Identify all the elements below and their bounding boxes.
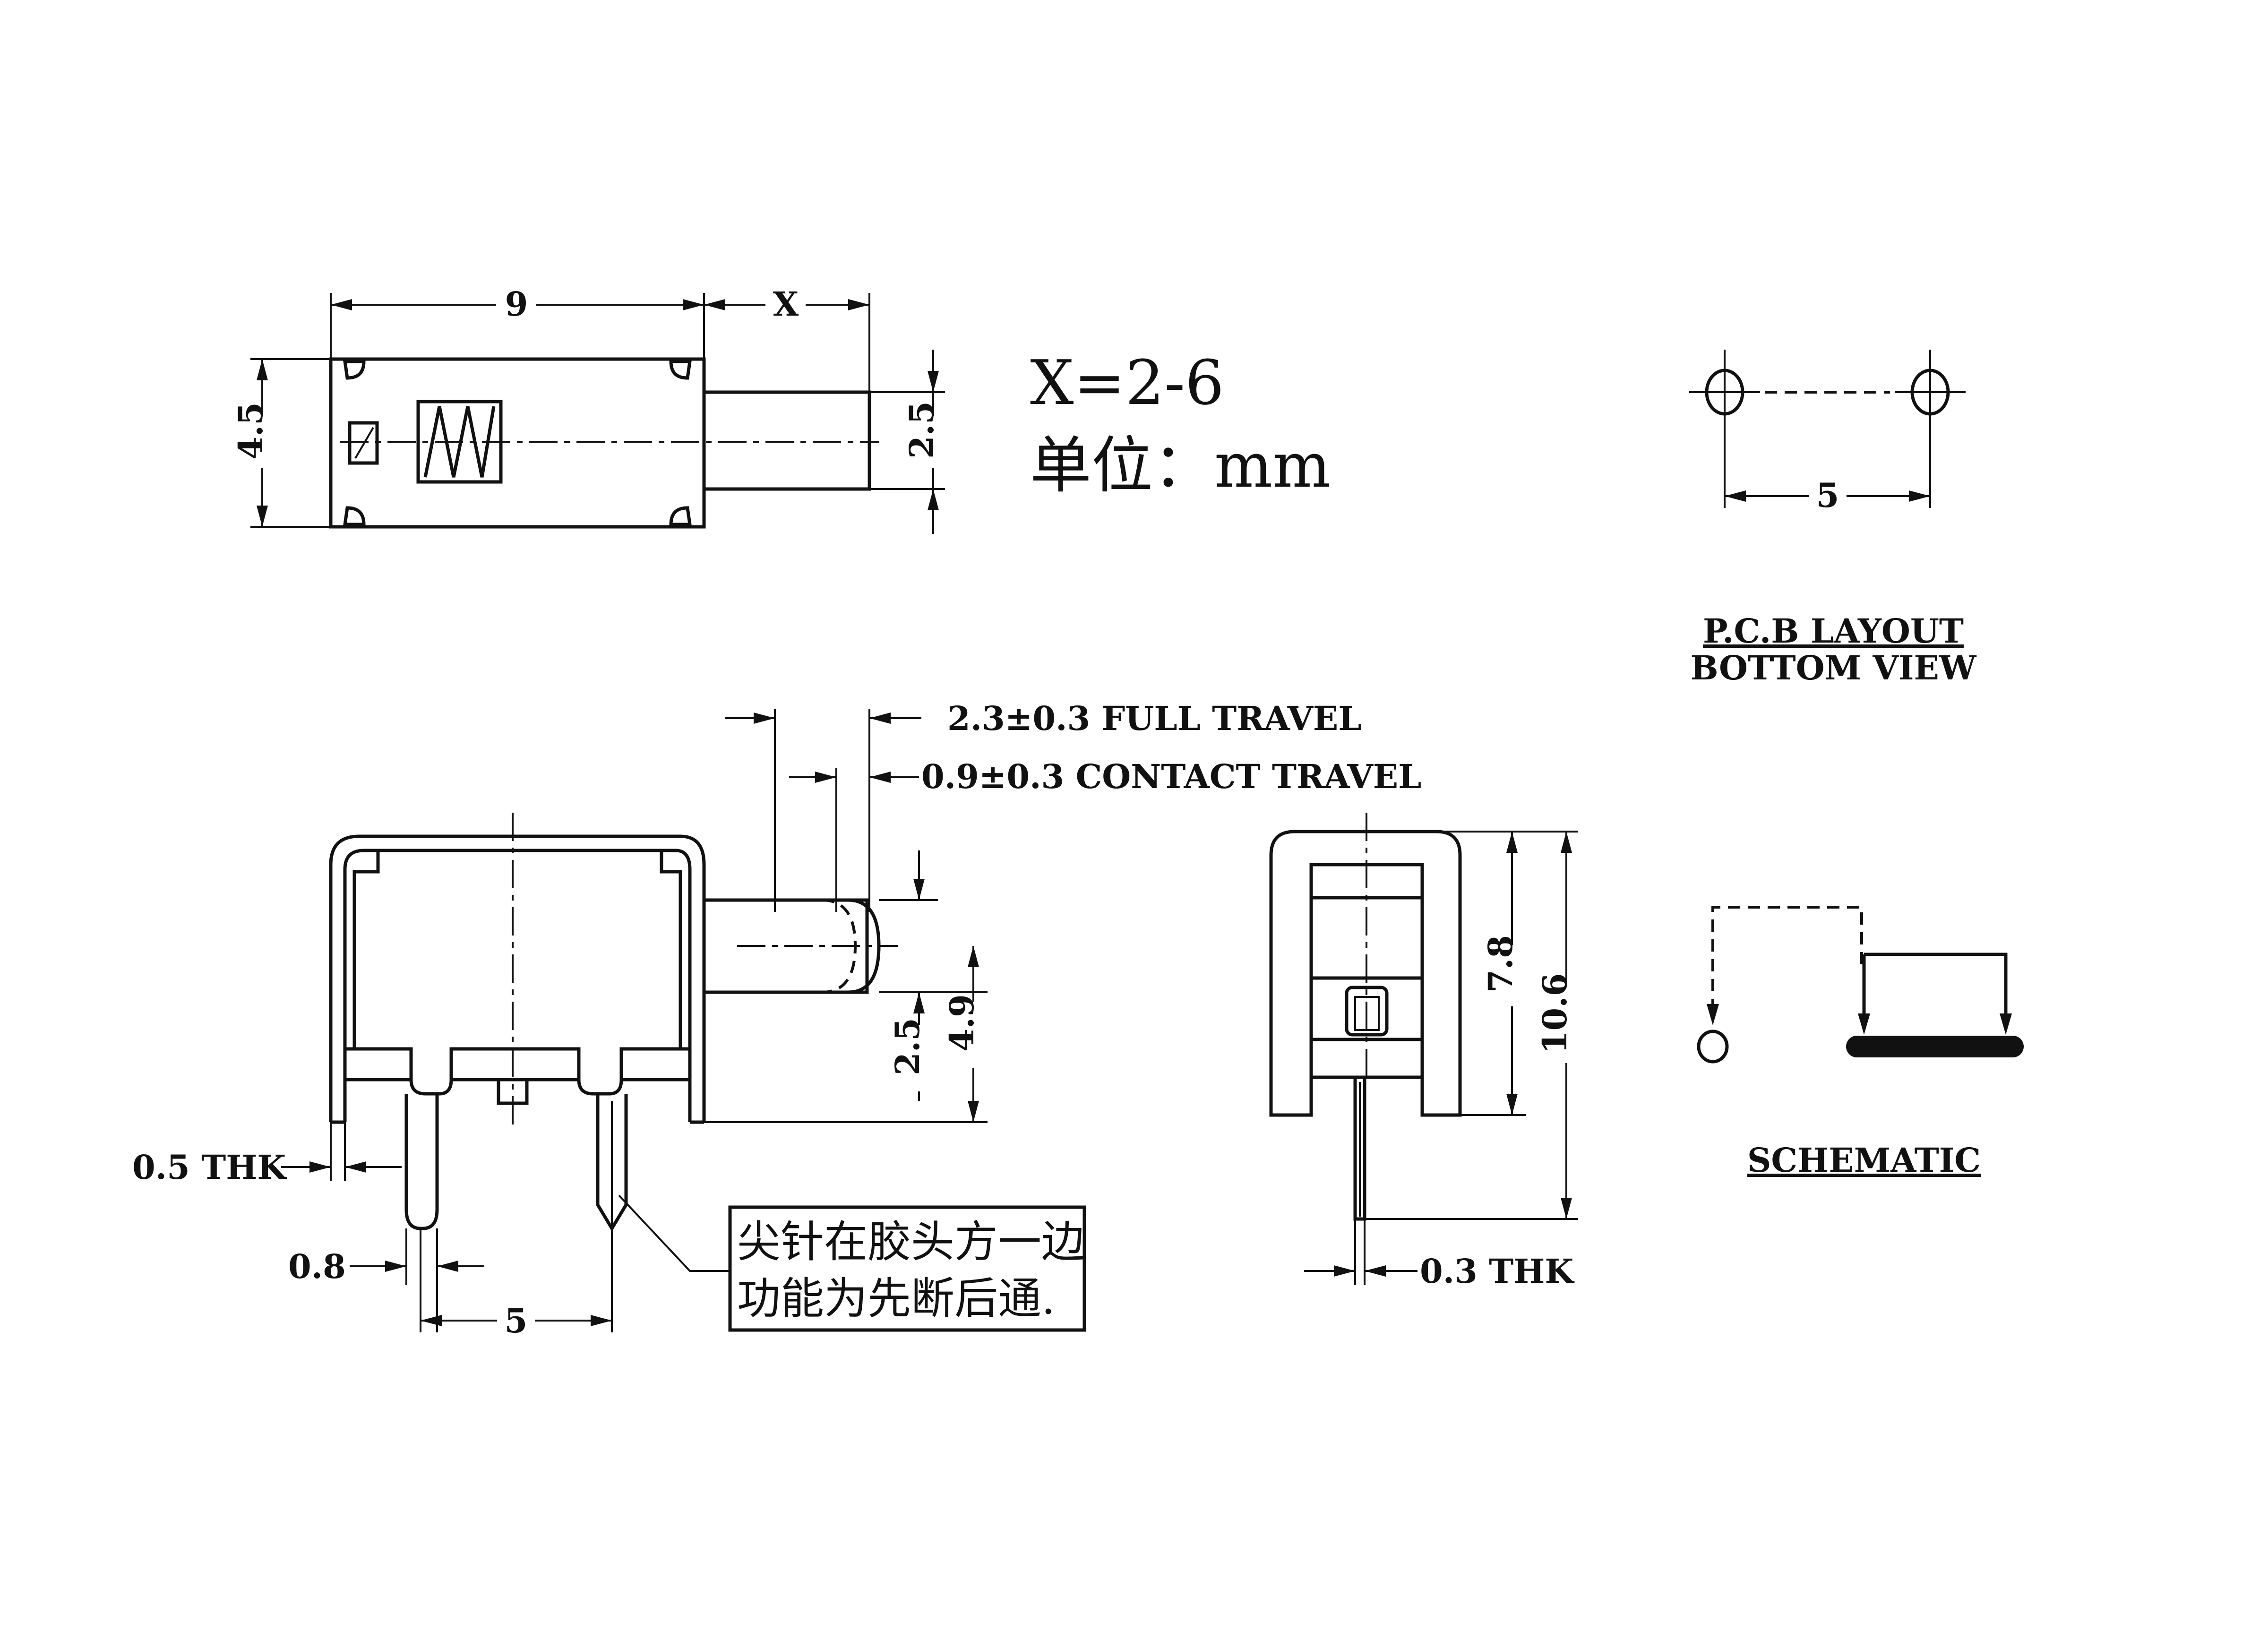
corner-notch bbox=[343, 360, 366, 380]
front-thickness: 0.5 THK bbox=[132, 1148, 287, 1187]
pcb-layout: 5 P.C.B LAYOUT BOTTOM VIEW bbox=[1689, 350, 1977, 687]
dim-actuator: 2.5 bbox=[902, 401, 941, 459]
pcb-subtitle: BOTTOM VIEW bbox=[1691, 648, 1977, 687]
schematic-terminal bbox=[1697, 1030, 1729, 1064]
side-view: 7.8 10.6 0.3 THK bbox=[1269, 813, 1585, 1291]
dim-travel: X bbox=[773, 284, 799, 324]
front-view: 2.3±0.3 FULL TRAVEL 0.9±0.3 CONTACT TRAV… bbox=[132, 699, 1421, 1340]
contact-travel: 0.9±0.3 CONTACT TRAVEL bbox=[921, 757, 1421, 796]
note-box bbox=[728, 1205, 1086, 1332]
top-view-body bbox=[329, 357, 706, 529]
pin-pitch: 5 bbox=[505, 1301, 528, 1340]
side-thickness: 0.3 THK bbox=[1420, 1252, 1574, 1291]
note-line2: 功能为先断后通. bbox=[737, 1273, 1055, 1324]
front-dim-actuator: 2.5 bbox=[888, 1018, 927, 1075]
schematic: SCHEMATIC bbox=[1697, 906, 2024, 1180]
side-pin bbox=[1353, 1075, 1366, 1221]
front-base bbox=[345, 1047, 690, 1096]
top-view-window bbox=[348, 421, 379, 465]
side-dim-total: 10.6 bbox=[1535, 973, 1574, 1054]
front-dim-height: 4.9 bbox=[942, 994, 981, 1052]
front-housing bbox=[329, 834, 706, 1122]
note-line1: 尖针在胶头方一边 bbox=[737, 1217, 1085, 1267]
corner-notch bbox=[343, 506, 366, 526]
pin-left bbox=[404, 1094, 439, 1230]
top-view: 9 X 4.5 2.5 bbox=[231, 284, 952, 534]
pcb-title: P.C.B LAYOUT bbox=[1703, 611, 1964, 651]
pin-width: 0.8 bbox=[288, 1247, 346, 1286]
corner-notch bbox=[669, 506, 692, 526]
side-dim-body: 7.8 bbox=[1481, 935, 1520, 993]
unit-label: 单位：mm bbox=[1030, 429, 1331, 501]
top-view-actuator bbox=[702, 390, 871, 491]
pcb-pitch: 5 bbox=[1816, 476, 1839, 515]
full-travel: 2.3±0.3 FULL TRAVEL bbox=[947, 699, 1362, 738]
schematic-title: SCHEMATIC bbox=[1747, 1141, 1981, 1180]
corner-notch bbox=[669, 360, 692, 380]
dim-height: 4.5 bbox=[231, 402, 270, 460]
dim-length: 9 bbox=[505, 284, 528, 324]
spec-text: X=2-6 单位：mm bbox=[1030, 347, 1331, 501]
schematic-nc-path bbox=[1711, 906, 1863, 1011]
x-range: X=2-6 bbox=[1030, 347, 1224, 419]
